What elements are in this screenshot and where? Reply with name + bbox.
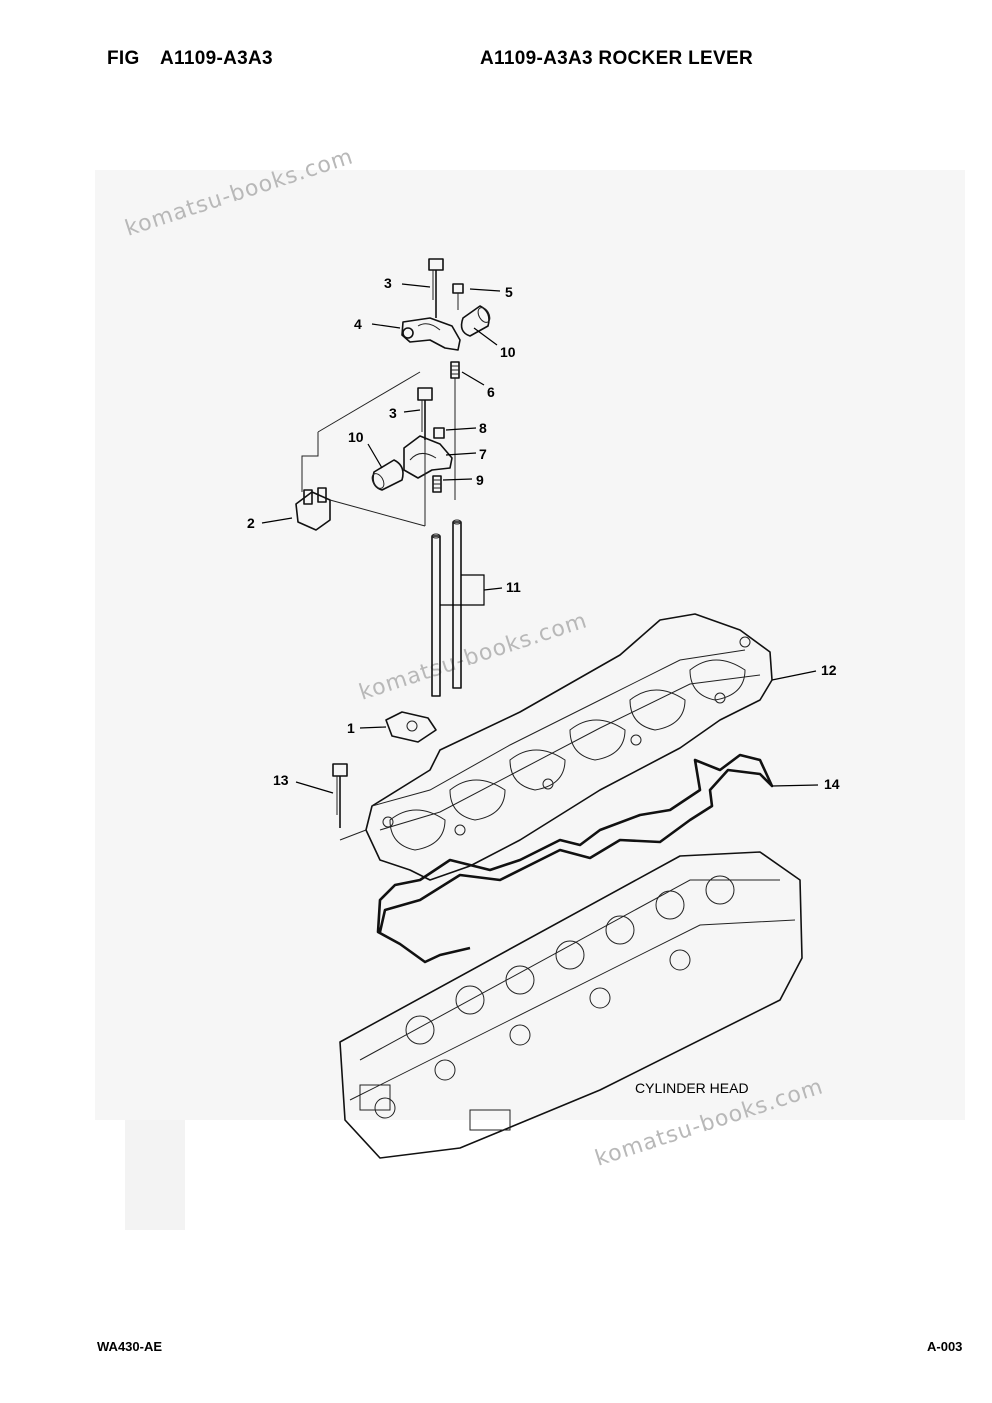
callout-12: 12 xyxy=(821,662,837,678)
figure-background xyxy=(95,170,965,1120)
fig-code: A1109-A3A3 xyxy=(160,48,273,69)
leader-lines xyxy=(261,283,819,794)
callout-14: 14 xyxy=(824,776,840,792)
lower-rocker-assembly xyxy=(295,371,456,531)
page-number: A-003 xyxy=(927,1339,963,1354)
model-number: WA430-AE xyxy=(97,1339,163,1354)
callout-13: 13 xyxy=(273,772,289,788)
callout-7: 7 xyxy=(479,446,487,462)
fig-prefix: FIG xyxy=(107,48,140,69)
callout-2: 2 xyxy=(247,515,255,531)
callout-10-upper: 10 xyxy=(500,344,516,360)
callout-6: 6 xyxy=(487,384,495,400)
callout-10-lower: 10 xyxy=(348,429,364,445)
upper-rocker-assembly xyxy=(401,258,491,379)
callout-3-lower: 3 xyxy=(389,405,397,421)
callout-1: 1 xyxy=(347,720,355,736)
bracket xyxy=(385,711,437,743)
housing-bolt xyxy=(332,763,348,828)
cylinder-head-caption: CYLINDER HEAD xyxy=(635,1080,749,1096)
callout-4: 4 xyxy=(354,316,362,332)
figure-background-stub xyxy=(125,1120,185,1230)
gasket xyxy=(376,753,774,964)
cylinder-head xyxy=(339,851,803,1159)
callout-9: 9 xyxy=(476,472,484,488)
callout-8: 8 xyxy=(479,420,487,436)
page-title: A1109-A3A3 ROCKER LEVER xyxy=(480,48,753,69)
callout-11: 11 xyxy=(506,579,521,595)
callout-5: 5 xyxy=(505,284,513,300)
callout-3-upper: 3 xyxy=(384,275,392,291)
